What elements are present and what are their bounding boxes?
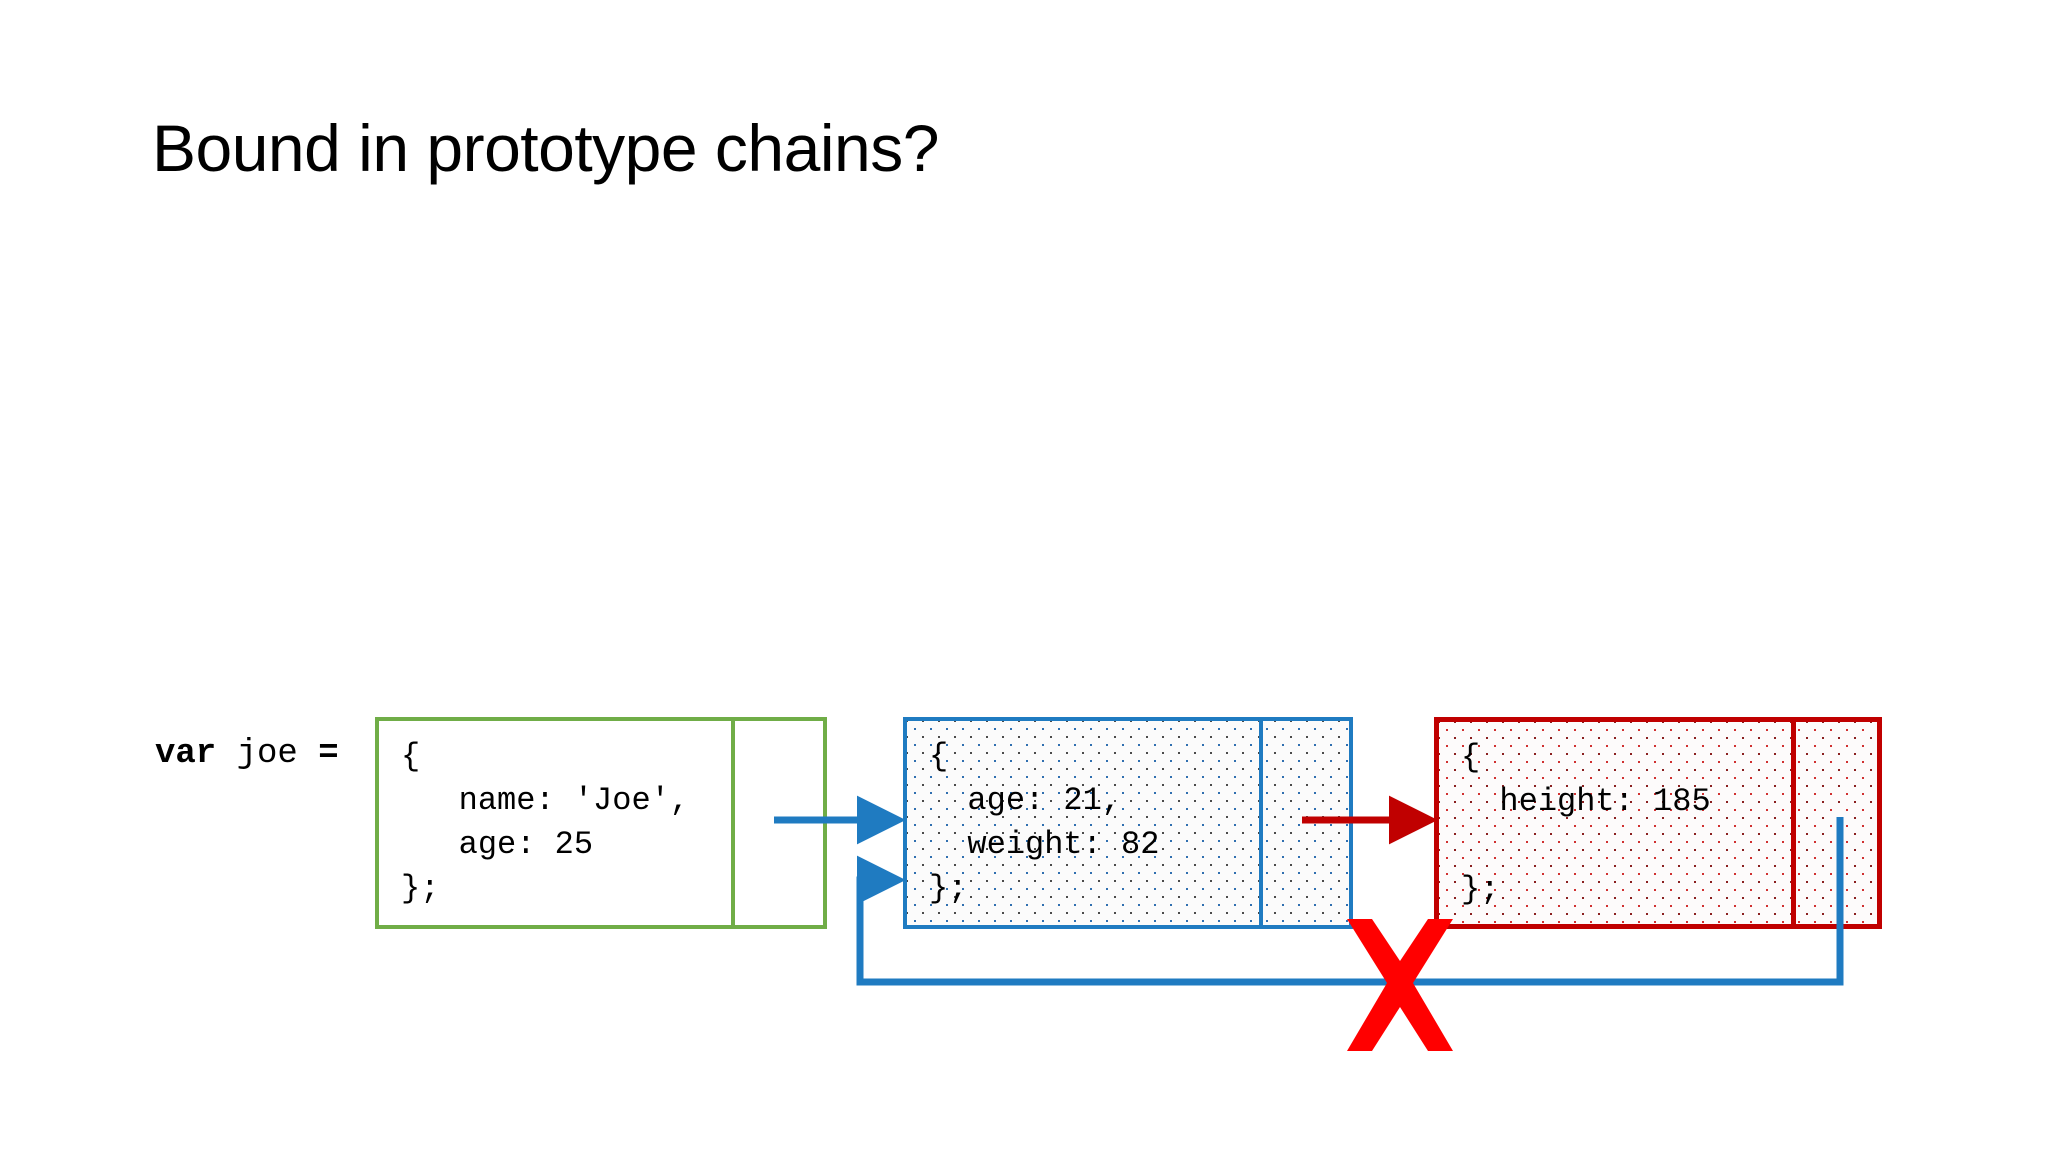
prototype-object-2-code: { height: 185 }; xyxy=(1461,739,1711,908)
assignment-operator: = xyxy=(318,735,339,773)
joe-object-box[interactable]: { name: 'Joe', age: 25 }; xyxy=(375,717,827,929)
joe-object-body: { name: 'Joe', age: 25 }; xyxy=(379,721,731,925)
prototype-object-1-code: { age: 21, weight: 82 }; xyxy=(929,738,1160,907)
joe-object-code: { name: 'Joe', age: 25 }; xyxy=(401,738,690,907)
joe-object-proto-slot[interactable] xyxy=(731,721,823,925)
prototype-object-2-box[interactable]: { height: 185 }; xyxy=(1434,717,1882,929)
invalid-cycle-x-icon xyxy=(1347,919,1453,1051)
prototype-object-1-proto-slot[interactable] xyxy=(1259,721,1349,925)
prototype-object-2-proto-slot[interactable] xyxy=(1791,722,1877,924)
prototype-object-1-box[interactable]: { age: 21, weight: 82 }; xyxy=(903,717,1353,929)
identifier-joe: joe xyxy=(216,735,319,773)
page-title: Bound in prototype chains? xyxy=(152,111,939,185)
keyword-var: var xyxy=(155,735,217,773)
prototype-object-1-body: { age: 21, weight: 82 }; xyxy=(907,721,1259,925)
variable-declaration: var joe = xyxy=(155,737,339,771)
prototype-object-2-body: { height: 185 }; xyxy=(1439,722,1791,924)
